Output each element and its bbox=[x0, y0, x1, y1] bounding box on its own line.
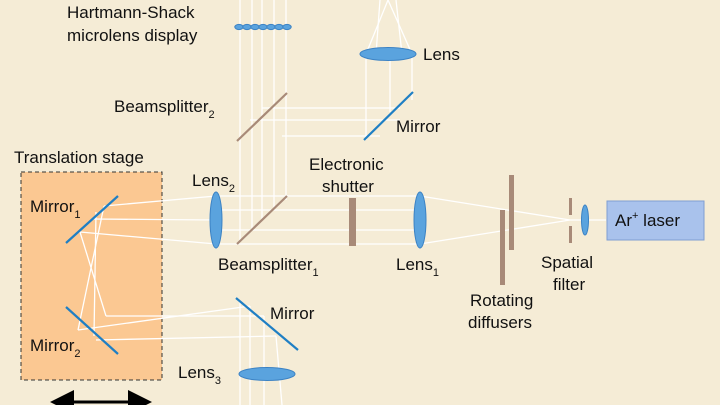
translation-stage-label: Translation stage bbox=[14, 148, 144, 167]
mirror1-label: Mirror1 bbox=[30, 197, 81, 221]
rotating-diffusers-line1: Rotating bbox=[470, 291, 533, 310]
lens-2 bbox=[209, 191, 223, 249]
mirror2-label: Mirror2 bbox=[30, 336, 81, 360]
mirror-bottom bbox=[235, 297, 299, 351]
beamsplitter-2 bbox=[236, 92, 288, 142]
hartmann-shack-microlens-array bbox=[234, 23, 292, 31]
translation-stage-box bbox=[20, 171, 163, 381]
lens1-label: Lens1 bbox=[396, 255, 439, 279]
spatial-filter bbox=[569, 198, 572, 243]
rotating-diffusers bbox=[500, 175, 514, 285]
mirror-1 bbox=[65, 195, 119, 244]
lens-3 bbox=[238, 367, 296, 381]
electronic-shutter-line2: shutter bbox=[322, 177, 374, 196]
beamsplitter2-label: Beamsplitter2 bbox=[114, 97, 215, 121]
lens-1 bbox=[413, 191, 427, 249]
electronic-shutter bbox=[349, 198, 356, 246]
lens-top bbox=[359, 47, 417, 61]
electronic-shutter-line1: Electronic bbox=[309, 155, 384, 174]
rotating-diffusers-line2: diffusers bbox=[468, 313, 532, 332]
mirror-2 bbox=[65, 306, 119, 355]
ar-laser-box bbox=[606, 200, 705, 241]
mirror-top-label: Mirror bbox=[396, 117, 441, 136]
ar-laser-label: Ar+ laser bbox=[615, 210, 680, 230]
spatial-filter-line2: filter bbox=[553, 275, 585, 294]
beamsplitter1-label: Beamsplitter1 bbox=[218, 255, 319, 279]
beamsplitter-1 bbox=[236, 195, 288, 245]
lens-top-label: Lens bbox=[423, 45, 460, 64]
spatial-filter-line1: Spatial bbox=[541, 253, 593, 272]
mirror-bottom-label: Mirror bbox=[270, 304, 315, 323]
laser-beams bbox=[77, 0, 606, 405]
lens3-label: Lens3 bbox=[178, 363, 221, 387]
spatial-filter-lens bbox=[581, 204, 589, 236]
hartmann-label-line2: microlens display bbox=[67, 26, 198, 45]
mirror-top bbox=[363, 91, 414, 141]
hartmann-label-line1: Hartmann-Shack bbox=[67, 3, 195, 22]
lens2-label: Lens2 bbox=[192, 171, 235, 195]
